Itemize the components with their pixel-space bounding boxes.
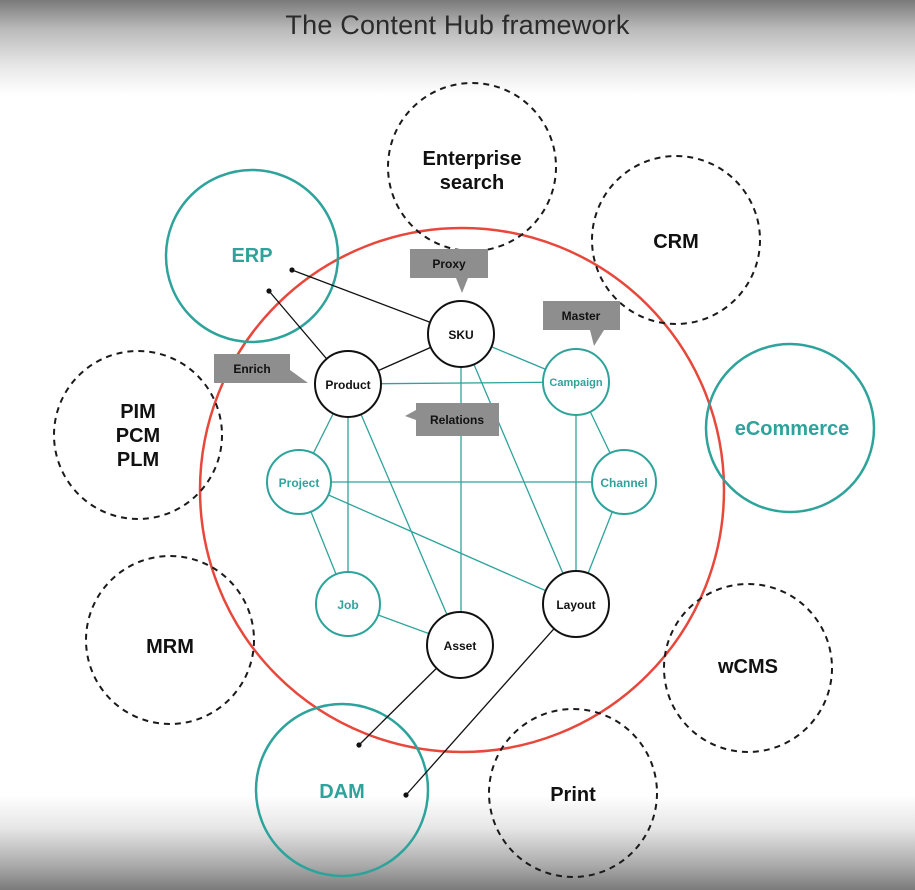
erp-system: ERP xyxy=(164,168,340,344)
page-title: The Content Hub framework xyxy=(285,10,630,40)
tag-enrich: Enrich xyxy=(214,354,308,383)
print-label: Print xyxy=(550,784,596,806)
svg-text:Job: Job xyxy=(337,598,358,612)
ecommerce-label: eCommerce xyxy=(735,418,850,440)
svg-text:Master: Master xyxy=(562,309,601,323)
node-product: Product xyxy=(314,350,382,418)
tag-relations: Relations xyxy=(405,403,499,436)
node-sku: SKU xyxy=(427,300,495,368)
crm-system: CRM xyxy=(591,155,761,325)
pim-system: PIM PCM PLM xyxy=(53,350,223,520)
tag-master: Master xyxy=(543,301,620,346)
svg-text:Product: Product xyxy=(325,378,370,392)
dam-label: DAM xyxy=(319,781,365,803)
tag-proxy: Proxy xyxy=(410,249,488,293)
connector-endpoints xyxy=(266,267,409,798)
enterprise-search-system: Enterprise search xyxy=(387,82,557,252)
crm-label: CRM xyxy=(653,231,699,253)
node-channel: Channel xyxy=(591,449,657,515)
dam-system: DAM xyxy=(254,702,430,878)
mrm-system: MRM xyxy=(85,555,255,725)
svg-text:Channel: Channel xyxy=(600,476,647,490)
footer-gradient xyxy=(0,795,915,890)
erp-label: ERP xyxy=(231,245,272,267)
node-asset: Asset xyxy=(426,611,494,679)
node-job: Job xyxy=(315,571,381,637)
svg-text:Campaign: Campaign xyxy=(549,377,602,389)
wcms-system: wCMS xyxy=(663,583,833,753)
header-gradient xyxy=(0,0,915,95)
print-system: Print xyxy=(488,708,658,878)
svg-text:Proxy: Proxy xyxy=(432,257,466,271)
svg-text:Asset: Asset xyxy=(444,639,477,653)
enterprise-search-label-1: Enterprise xyxy=(423,148,522,170)
ecommerce-system: eCommerce xyxy=(704,342,876,514)
node-layout: Layout xyxy=(542,570,610,638)
plm-label: PLM xyxy=(117,449,159,471)
mrm-label: MRM xyxy=(146,636,194,658)
svg-text:SKU: SKU xyxy=(448,328,473,342)
svg-text:Relations: Relations xyxy=(430,413,484,427)
svg-text:Enrich: Enrich xyxy=(233,362,270,376)
wcms-label: wCMS xyxy=(717,656,778,678)
pim-label: PIM xyxy=(120,401,156,423)
pcm-label: PCM xyxy=(116,425,160,447)
content-hub-ring xyxy=(198,226,726,754)
svg-text:Layout: Layout xyxy=(556,598,595,612)
connector-lines xyxy=(268,269,577,796)
node-project: Project xyxy=(266,449,332,515)
svg-text:Project: Project xyxy=(279,476,320,490)
enterprise-search-label-2: search xyxy=(440,172,505,194)
node-campaign: Campaign xyxy=(542,348,610,416)
